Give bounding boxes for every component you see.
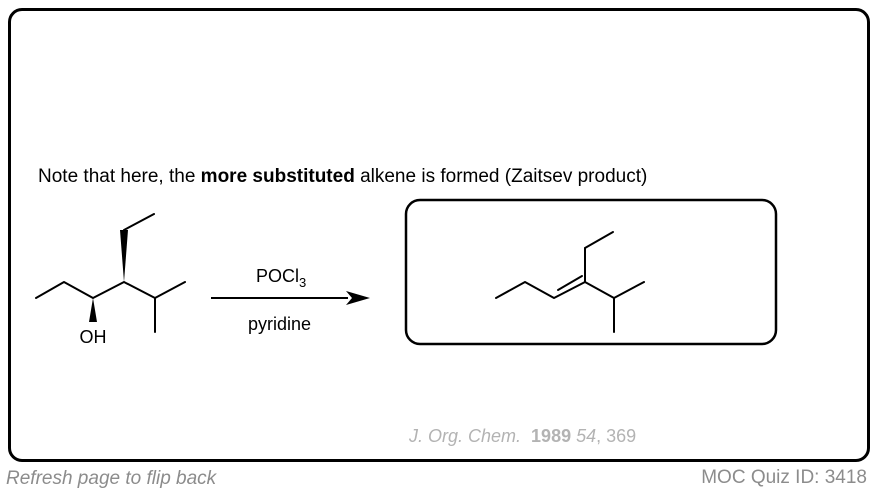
- conditions-label: pyridine: [248, 314, 311, 334]
- note-emphasis: more substituted: [200, 166, 355, 187]
- reactant-wedge-ethyl: [120, 230, 128, 282]
- refresh-hint: Refresh page to flip back: [6, 468, 217, 489]
- reagent-main: POCl: [256, 266, 299, 286]
- hydroxyl-label: OH: [80, 327, 107, 347]
- reactant-structure: [35, 213, 186, 333]
- reactant-backbone: [35, 281, 186, 299]
- quiz-card[interactable]: [8, 8, 870, 462]
- product-ethyl-bond-2: [584, 231, 614, 249]
- note-suffix: alkene is formed (Zaitsev product): [354, 166, 648, 187]
- product-structure: [495, 231, 645, 333]
- product-double-bond: [557, 275, 583, 291]
- reactant-ethyl-bond: [123, 213, 155, 231]
- citation-journal: J. Org. Chem.: [409, 426, 522, 446]
- quiz-id: MOC Quiz ID: 3418: [701, 467, 867, 488]
- note-text: Note that here, the more substituted alk…: [38, 166, 647, 188]
- citation-volume: 54: [576, 426, 597, 446]
- reactant-wedge-oh: [89, 298, 97, 322]
- citation-pages: , 369: [596, 426, 637, 446]
- citation-year: 1989: [531, 426, 572, 446]
- reagent-label: POCl3: [256, 266, 306, 290]
- note-prefix: Note that here, the: [38, 166, 201, 187]
- citation: J. Org. Chem. 1989 54, 369: [409, 426, 636, 447]
- product-box: [404, 198, 778, 346]
- product-backbone: [495, 281, 645, 299]
- reagent-subscript: 3: [299, 275, 306, 290]
- reaction-arrow-head: [346, 291, 370, 305]
